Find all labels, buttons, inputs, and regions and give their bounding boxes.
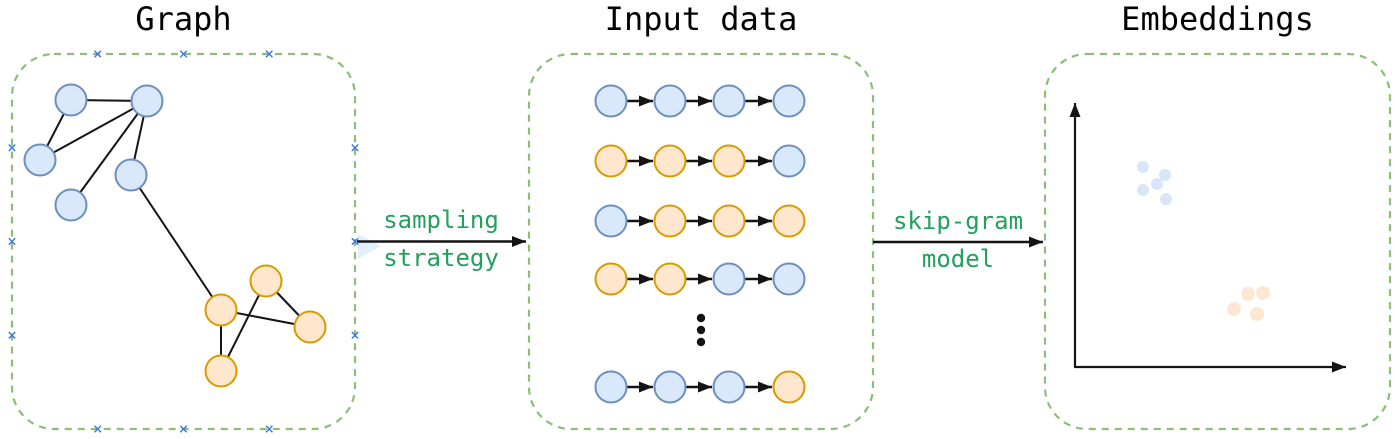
graph-node-orange[interactable] xyxy=(204,293,238,327)
walk-node-blue[interactable] xyxy=(594,370,628,404)
walk-node-orange[interactable] xyxy=(772,370,806,404)
embedding-point-blue[interactable] xyxy=(1151,178,1163,190)
graph-node-blue[interactable] xyxy=(114,158,148,192)
embeddings-panel-title[interactable]: Embeddings xyxy=(1121,0,1314,38)
connection-point-icon xyxy=(94,425,102,433)
walk-node-orange[interactable] xyxy=(653,262,687,296)
embedding-point-blue[interactable] xyxy=(1137,184,1149,196)
walk-node-orange[interactable] xyxy=(594,144,628,178)
walk-node-blue[interactable] xyxy=(772,84,806,118)
walk-node-orange[interactable] xyxy=(772,204,806,238)
drag-preview-triangle xyxy=(358,234,381,259)
connection-point-icon xyxy=(351,237,359,246)
ellipsis-dot[interactable] xyxy=(696,313,706,323)
graph-edge[interactable] xyxy=(130,174,222,311)
graph-node-orange[interactable] xyxy=(204,354,238,388)
embedding-point-blue[interactable] xyxy=(1159,169,1171,181)
graph-edge[interactable] xyxy=(70,100,148,206)
walk-node-blue[interactable] xyxy=(712,370,746,404)
embedding-point-orange[interactable] xyxy=(1250,307,1264,321)
connection-point-icon xyxy=(94,50,102,58)
embedding-point-orange[interactable] xyxy=(1241,287,1255,301)
connection-point-icon xyxy=(8,331,16,339)
walk-node-blue[interactable] xyxy=(772,262,806,296)
walk-node-blue[interactable] xyxy=(594,84,628,118)
skipgram-arrow-label-line1[interactable]: skip-gram xyxy=(892,207,1024,235)
graph-panel-title[interactable]: Graph xyxy=(135,0,232,38)
walk-node-blue[interactable] xyxy=(653,370,687,404)
sampling-arrow-label-line2[interactable]: strategy xyxy=(383,244,499,272)
connection-point-icon xyxy=(351,331,359,339)
connection-point-icon xyxy=(8,144,16,152)
graph-node-blue[interactable] xyxy=(54,188,88,222)
graph-node-orange[interactable] xyxy=(293,310,327,344)
sampling-arrow-label-line1[interactable]: sampling xyxy=(383,206,499,234)
connection-point-icon xyxy=(265,425,273,433)
connection-point-icon xyxy=(265,50,273,58)
connection-point-icon xyxy=(179,425,188,433)
input-panel-title[interactable]: Input data xyxy=(604,0,798,38)
ellipsis-dot[interactable] xyxy=(696,337,706,347)
connection-point-icon xyxy=(179,50,188,58)
walk-node-orange[interactable] xyxy=(712,144,746,178)
walk-node-blue[interactable] xyxy=(594,204,628,238)
walk-node-blue[interactable] xyxy=(772,144,806,178)
embedding-point-blue[interactable] xyxy=(1137,161,1149,173)
walk-node-blue[interactable] xyxy=(653,84,687,118)
walk-node-blue[interactable] xyxy=(712,84,746,118)
embedding-point-orange[interactable] xyxy=(1256,286,1270,300)
graph-node-blue[interactable] xyxy=(130,84,164,118)
connection-point-icon xyxy=(351,144,359,152)
ellipsis-dot[interactable] xyxy=(696,325,706,335)
graph-edge[interactable] xyxy=(39,100,148,161)
panel-border-embeddings[interactable] xyxy=(1043,52,1392,431)
panel-border-input[interactable] xyxy=(527,52,875,431)
graph-node-blue[interactable] xyxy=(54,83,88,117)
walk-node-orange[interactable] xyxy=(594,262,628,296)
walk-node-blue[interactable] xyxy=(712,262,746,296)
graph-edge[interactable] xyxy=(220,280,267,372)
walk-node-orange[interactable] xyxy=(653,144,687,178)
graph-node-blue[interactable] xyxy=(23,143,57,177)
embedding-point-orange[interactable] xyxy=(1227,302,1241,316)
walk-node-orange[interactable] xyxy=(653,204,687,238)
walk-node-orange[interactable] xyxy=(712,204,746,238)
skipgram-arrow-label-line2[interactable]: model xyxy=(921,245,995,273)
connection-point-icon xyxy=(8,237,16,246)
embedding-point-blue[interactable] xyxy=(1160,193,1172,205)
graph-node-orange[interactable] xyxy=(249,264,283,298)
